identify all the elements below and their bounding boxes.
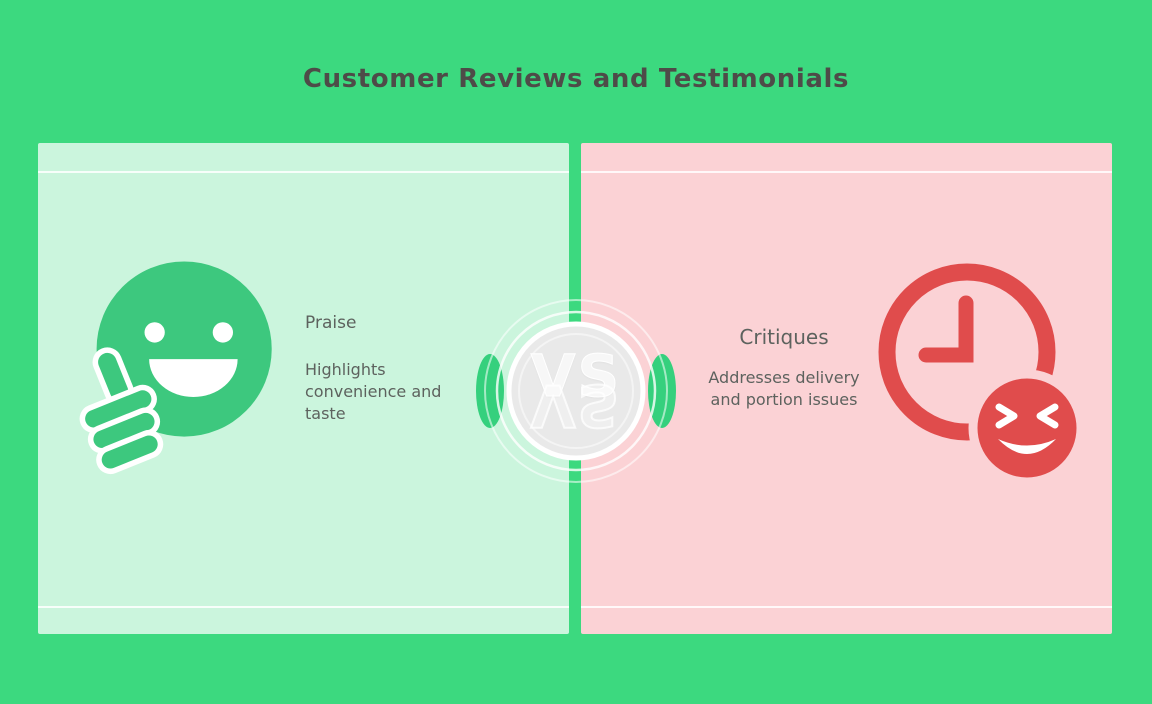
vs-badge: VS VS	[476, 296, 676, 486]
critiques-description: Addresses delivery and portion issues	[708, 368, 860, 410]
divider-line-bottom	[581, 606, 1112, 608]
laughing-emoji-icon	[968, 369, 1086, 487]
vs-label-group: VS VS	[481, 296, 671, 486]
thumbs-up-smiley-icon	[79, 261, 272, 475]
praise-description: Highlights convenience and taste	[305, 360, 442, 424]
leaf-decoration-left	[476, 354, 504, 428]
praise-heading: Praise	[305, 313, 357, 333]
critiques-heading: Critiques	[739, 325, 829, 349]
vs-label-mirrored: VS	[530, 371, 623, 441]
leaf-decoration-right	[648, 354, 676, 428]
clock-icon	[878, 263, 1056, 441]
divider-line-top	[38, 171, 569, 173]
praise-text-block: Praise Highlights convenience and taste	[305, 313, 475, 425]
divider-line-bottom	[38, 606, 569, 608]
critiques-text-block: Critiques Addresses delivery and portion…	[659, 325, 909, 411]
clock-with-laughing-emoji-icon	[878, 263, 1086, 487]
infographic-title: Customer Reviews and Testimonials	[302, 64, 850, 94]
divider-line-top	[581, 171, 1112, 173]
vs-label: VS	[530, 342, 622, 411]
